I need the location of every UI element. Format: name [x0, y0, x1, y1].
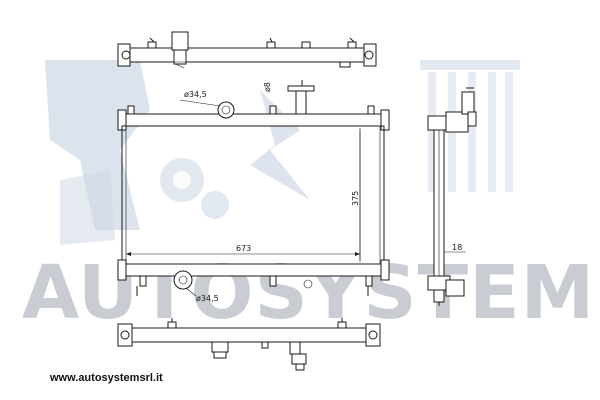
dim-small-port: ø8: [263, 82, 272, 92]
watermark: AUTOSYSTEM: [22, 60, 595, 336]
side-view: [427, 87, 477, 306]
dim-inlet-top: ø34,5: [184, 90, 207, 99]
website-url[interactable]: www.autosystemsrl.it: [50, 372, 163, 384]
dimensions: ø34,5 ø8 673 375 ø34,5 18: [126, 82, 466, 303]
dim-core-depth: 18: [452, 243, 462, 252]
dim-inlet-bottom: ø34,5: [196, 294, 219, 303]
radiator-core: [117, 80, 390, 296]
watermark-brand: AUTOSYSTEM: [22, 250, 595, 336]
top-tank: [117, 31, 377, 69]
dim-core-width: 673: [236, 244, 251, 253]
bottom-tank: [117, 318, 381, 371]
dim-core-height: 375: [351, 191, 360, 206]
